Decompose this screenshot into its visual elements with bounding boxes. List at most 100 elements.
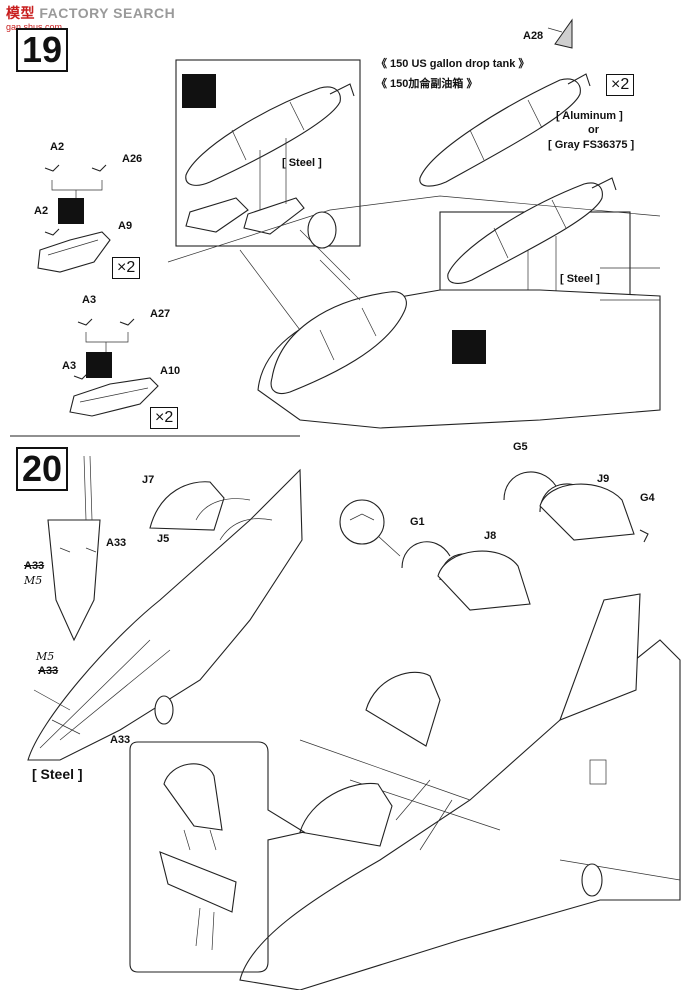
step-number-20: 20: [16, 447, 68, 491]
leader-a3-a27: [85, 332, 129, 354]
pylon-a10: [69, 377, 159, 417]
label-j9: J9: [597, 473, 610, 485]
tank-seams-1: [231, 101, 305, 161]
label-g5: G5: [513, 441, 528, 453]
glue-icon: [182, 74, 216, 108]
note-or: or: [588, 124, 599, 136]
nose-cone-detail: [47, 519, 101, 642]
multiplier-tank: ×2: [606, 74, 635, 96]
glue-icon: [58, 198, 84, 224]
label-j8: J8: [484, 530, 497, 542]
canopy-j8: [437, 550, 531, 611]
multiplier-a10: ×2: [150, 407, 179, 429]
nose-antenna-lines: [33, 689, 81, 735]
canopy-parts: [339, 471, 649, 611]
label-g1: G1: [410, 516, 425, 528]
label-a33-small: A33: [24, 560, 45, 572]
fuselage-panel-lines: [600, 267, 660, 301]
callout-canopy-legs: [183, 829, 217, 851]
aircraft-full: [239, 593, 681, 990]
note-steel-3: [ Steel ]: [32, 766, 83, 782]
part-g4: [639, 529, 649, 543]
drop-tank-inset-1: [185, 83, 355, 235]
watermark-brand-a: 模型: [6, 5, 35, 21]
forward-fuselage-lines: [39, 639, 171, 749]
drop-tank-top: [419, 18, 591, 187]
fin-a28: [554, 18, 573, 49]
tank-seams-2: [493, 199, 567, 259]
nose-antennas: [59, 547, 97, 553]
label-j5: J5: [157, 533, 170, 545]
label-m5-lower: M5: [36, 650, 55, 663]
pylon-a9: [37, 231, 111, 273]
part-a2-top: [44, 164, 60, 172]
label-a2-mid: A2: [34, 205, 49, 217]
label-a33-lower: A33: [38, 665, 59, 677]
canopy-j7: [149, 481, 225, 531]
label-a27: A27: [150, 308, 171, 320]
vertical-tail: [559, 593, 641, 721]
cockpit-frames: [195, 498, 273, 541]
pylon-inset-1b: [243, 197, 305, 235]
canopy-rear-open: [365, 671, 441, 747]
tank-fin-2: [591, 177, 617, 191]
note-tank-english: 《 150 US gallon drop tank 》: [376, 58, 530, 70]
aircraft-underside: [167, 195, 661, 429]
part-a27: [119, 318, 135, 326]
label-a9: A9: [118, 220, 133, 232]
nose-wheel: [154, 695, 174, 725]
watermark-sub: gan.shus.com: [6, 22, 63, 32]
label-a3-mid: A3: [62, 360, 77, 372]
watermark-brand-b: FACTORY SEARCH: [39, 5, 176, 21]
canopy-j9: [539, 483, 635, 541]
main-wheel-full: [581, 863, 603, 897]
tank-fin-1: [329, 83, 355, 97]
gear-lines: [299, 229, 361, 301]
detail-circle: [339, 499, 385, 545]
wing-lines: [167, 195, 661, 331]
main-wheel: [307, 211, 337, 249]
label-a33-nose: A33: [110, 734, 131, 746]
canopy-front-open: [299, 782, 393, 847]
label-a33-left: A33: [106, 537, 127, 549]
note-steel-1: [ Steel ]: [282, 157, 322, 169]
step-number-19: 19: [16, 28, 68, 72]
detail-circle-leader: [349, 513, 401, 557]
tank-seams-top: [469, 99, 543, 161]
label-a2-top: A2: [50, 141, 65, 153]
label-a26: A26: [122, 153, 143, 165]
label-a3-top: A3: [82, 294, 97, 306]
center-tank: [270, 291, 407, 395]
inset-box-tank-1: [175, 59, 361, 247]
part-a2-mid: [44, 228, 60, 236]
note-steel-2: [ Steel ]: [560, 273, 600, 285]
canopy-detail-callout: [129, 741, 306, 973]
glue-icon: [452, 330, 486, 364]
tank-fin-top: [567, 73, 591, 87]
watermark: 模型 FACTORY SEARCH: [6, 3, 175, 23]
note-tank-chinese: 《 150加侖副油箱 》: [376, 78, 478, 90]
pitot-probe: [83, 455, 93, 521]
part-a3-top: [77, 318, 93, 326]
pylon-a10-line: [79, 387, 149, 403]
note-aluminum: [ Aluminum ]: [556, 110, 623, 122]
callout-canopy-struts: [195, 907, 215, 951]
intake-vent: [589, 759, 607, 785]
glue-icon: [86, 352, 112, 378]
center-tank-seams: [319, 307, 377, 361]
leader-a28: [547, 27, 563, 33]
pylon-inset-1a: [185, 197, 249, 233]
tank-body-2: [447, 182, 603, 284]
label-m5-left: M5: [24, 574, 43, 587]
callout-bubble: [129, 741, 306, 973]
tank-body-top: [419, 78, 581, 187]
callout-canopy-glass: [159, 851, 237, 913]
pylon-a10-assembly: [69, 318, 159, 417]
aircraft-fuselage: [239, 639, 681, 990]
multiplier-a9: ×2: [112, 257, 141, 279]
label-a10: A10: [160, 365, 181, 377]
label-j7: J7: [142, 474, 155, 486]
tank-body-1: [185, 86, 341, 186]
forward-fuselage-body: [27, 468, 303, 761]
